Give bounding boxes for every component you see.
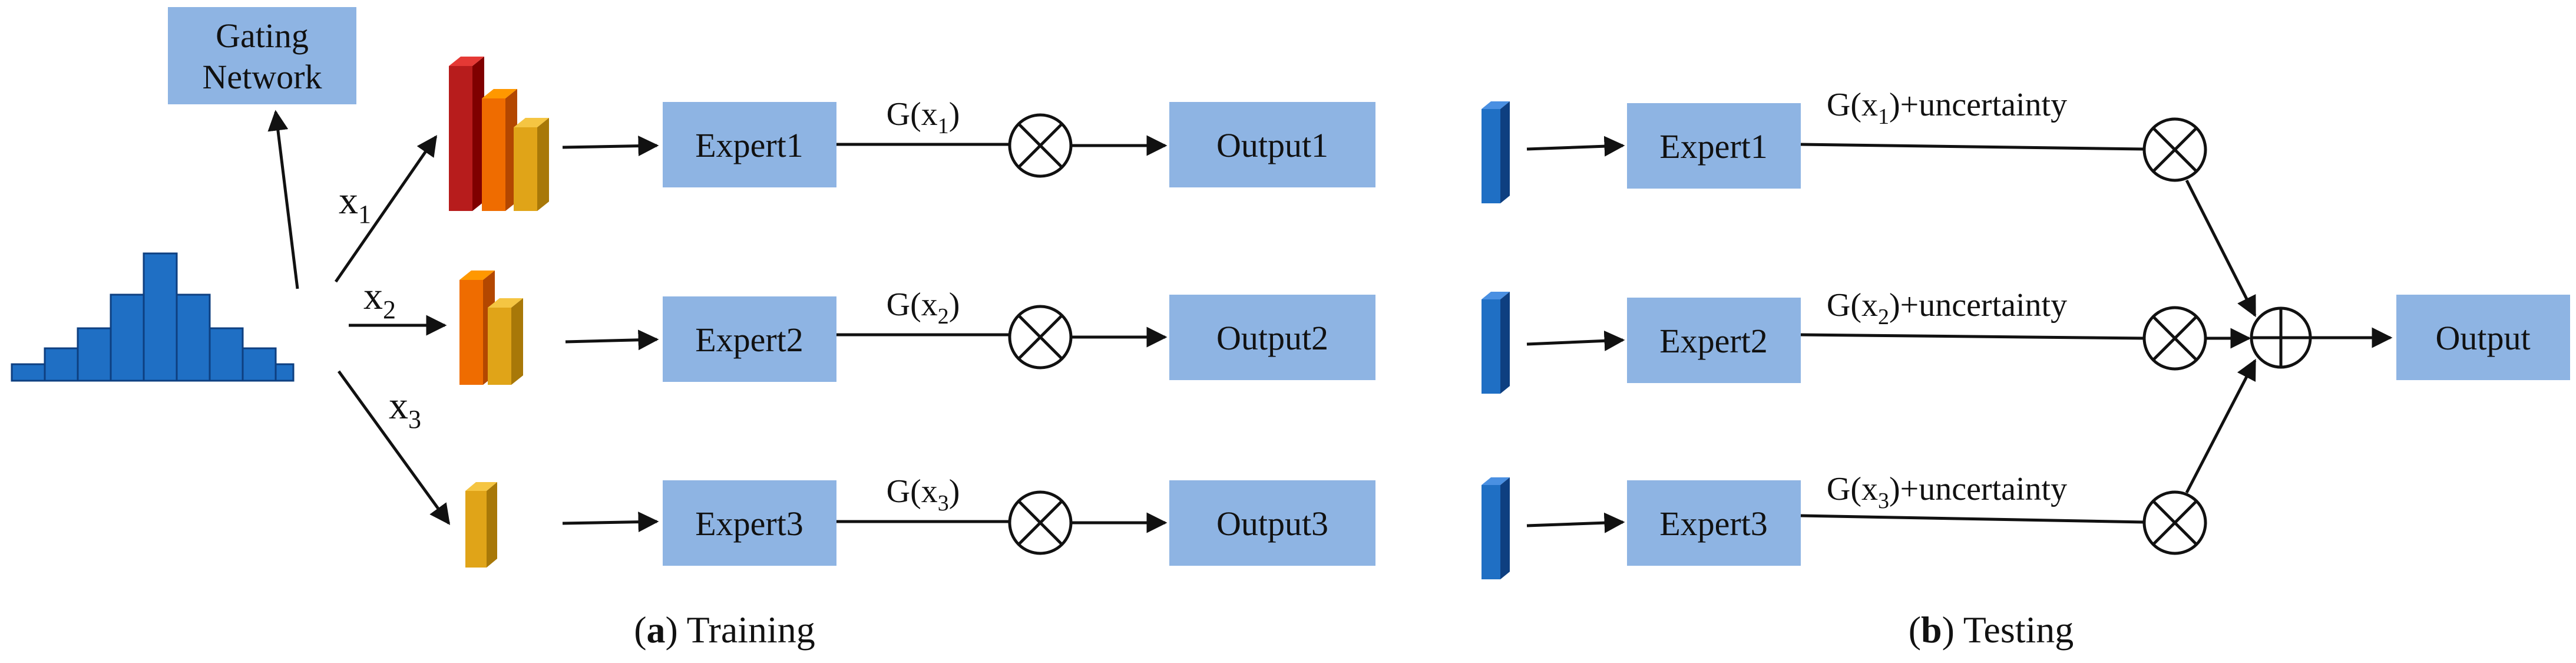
arrow-testbar2-to-expert2	[1526, 330, 1625, 351]
arrow-bars3-to-expert3	[562, 512, 659, 533]
output2-label: Output2	[1216, 319, 1328, 357]
output3-label: Output3	[1216, 504, 1328, 543]
hist-bar	[176, 293, 211, 382]
training-expert3-box	[663, 480, 836, 566]
arrow-x3	[337, 370, 451, 525]
arrow-x1	[334, 135, 438, 283]
multiply-icon	[2142, 117, 2207, 182]
hist-bar	[77, 327, 112, 382]
testing-expert3-box	[1627, 480, 1801, 566]
multiply-icon	[1008, 305, 1073, 370]
multiply-icon	[1008, 490, 1073, 555]
output2-box	[1169, 295, 1375, 380]
test-sample-bar-2	[1482, 292, 1510, 394]
hist-bar	[110, 293, 145, 382]
arrow-bars2-to-expert2	[565, 329, 659, 351]
training-gate-label-2: G(x2)	[887, 286, 960, 329]
output1-box	[1169, 102, 1375, 187]
hist-bar	[143, 252, 178, 382]
arrow-to-gating	[267, 110, 299, 289]
testing-gate-label-1: G(x1)+uncertainty	[1827, 87, 2067, 129]
test-sample-bar-3	[1482, 477, 1510, 579]
data-subset-bars-2	[459, 271, 523, 385]
line-test-expert1-to-mult	[1800, 143, 2145, 151]
training-expert1-label: Expert1	[695, 126, 803, 164]
hist-bar	[11, 363, 46, 382]
gating-network-box	[168, 7, 356, 104]
final-output-box	[2396, 295, 2570, 380]
training-expert2-label: Expert2	[695, 321, 803, 359]
gating-network-label-line2: Network	[203, 58, 322, 96]
training-expert2-box	[663, 296, 836, 382]
arrow-testbar3-to-expert3	[1526, 512, 1625, 533]
hist-bar	[275, 363, 295, 382]
arrow-mult1-to-sum	[2185, 179, 2257, 318]
training-gate-label-3: G(x3)	[887, 473, 960, 516]
hist-bar	[44, 347, 79, 382]
hist-bar	[242, 347, 277, 382]
input-label-x1: x1	[339, 179, 371, 229]
testing-gate-label-2: G(x2)+uncertainty	[1827, 287, 2067, 329]
testing-expert3-label: Expert3	[1659, 504, 1768, 543]
multiply-icon	[1008, 113, 1073, 178]
training-expert1-box	[663, 102, 836, 187]
test-sample-bar-1	[1482, 101, 1510, 203]
testing-expert2-box	[1627, 298, 1801, 383]
training-gate-label-1: G(x1)	[887, 96, 960, 138]
data-subset-bars-3	[465, 482, 497, 568]
sum-icon	[2250, 306, 2312, 369]
testing-expert1-box	[1627, 103, 1801, 189]
hist-bar	[209, 327, 244, 382]
testing-expert1-label: Expert1	[1659, 127, 1768, 166]
arrow-bars1-to-expert1	[562, 136, 659, 157]
caption-training: (a) Training	[634, 609, 815, 651]
multiply-icon	[2142, 490, 2207, 555]
line-test-expert3-to-mult	[1800, 514, 2145, 524]
arrow-testbar1-to-expert1	[1526, 136, 1625, 157]
testing-gate-label-3: G(x3)+uncertainty	[1827, 471, 2067, 513]
arrow-mult3-to-sum	[2185, 358, 2257, 494]
caption-testing: (b) Testing	[1909, 609, 2074, 651]
final-output-label: Output	[2435, 319, 2530, 357]
input-distribution-histogram	[11, 252, 295, 382]
testing-expert2-label: Expert2	[1659, 322, 1768, 360]
input-label-x2: x2	[363, 275, 396, 324]
output3-box	[1169, 480, 1375, 566]
multiply-icon	[2142, 306, 2207, 371]
gating-network-label-line1: Gating	[216, 17, 309, 55]
input-label-x3: x3	[389, 384, 421, 434]
data-subset-bars-1	[449, 57, 549, 211]
training-expert3-label: Expert3	[695, 504, 803, 543]
line-test-expert2-to-mult	[1800, 333, 2145, 340]
output1-label: Output1	[1216, 126, 1328, 164]
